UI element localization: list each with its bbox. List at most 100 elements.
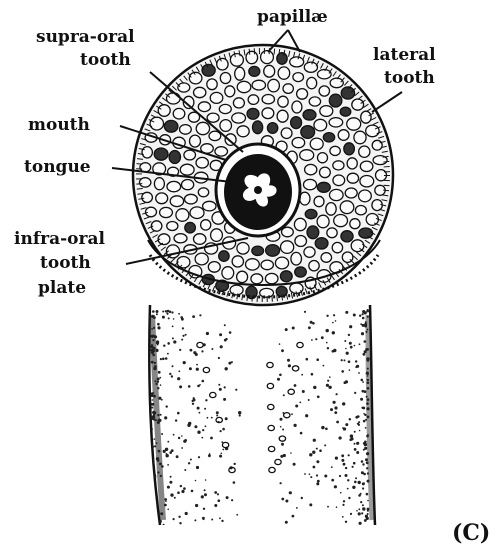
stipple-dot <box>166 405 168 407</box>
stipple-dot <box>218 384 220 386</box>
stipple-dot <box>367 500 369 502</box>
tooth-cell <box>180 125 192 135</box>
stipple-dot <box>160 358 162 360</box>
stipple-dot <box>223 398 226 401</box>
stipple-dot <box>331 466 333 468</box>
tooth-cell <box>222 267 234 279</box>
stipple-dot <box>348 454 350 456</box>
stipple-dot <box>202 429 204 431</box>
stipple-dot <box>157 344 159 346</box>
stipple-dot <box>277 378 280 381</box>
stipple-dot <box>365 427 367 429</box>
tooth-cell <box>249 66 260 76</box>
tooth-cell <box>341 231 353 242</box>
tooth-cell <box>220 73 230 84</box>
tooth-cell <box>318 70 332 79</box>
pore <box>268 404 274 409</box>
stipple-dot <box>354 431 356 433</box>
label-lateral-line1: lateral <box>373 45 436 65</box>
stipple-dot <box>319 449 322 452</box>
stipple-dot <box>355 477 357 479</box>
tooth-cell <box>252 80 265 90</box>
tooth-cell <box>340 201 354 214</box>
tooth-cell <box>359 190 372 202</box>
tooth-cell <box>225 86 235 97</box>
stipple-dot <box>333 401 336 404</box>
label-infra-oral-line2: tooth <box>40 253 91 273</box>
stipple-dot <box>365 515 368 518</box>
tooth-cell <box>332 242 342 252</box>
stipple-dot <box>289 491 292 494</box>
pore <box>210 392 216 397</box>
stipple-dot <box>336 506 338 508</box>
stipple-dot <box>181 490 184 493</box>
tooth-cell <box>330 78 343 88</box>
stipple-dot <box>196 368 199 371</box>
stipple-dot <box>358 372 360 374</box>
stipple-dot <box>167 509 169 511</box>
stipple-dot <box>236 514 238 516</box>
stipple-dot <box>182 327 184 329</box>
tooth-cell <box>220 120 232 132</box>
stipple-dot <box>342 504 344 506</box>
pore <box>297 342 303 347</box>
stipple-dot <box>328 386 331 389</box>
stipple-dot <box>321 426 324 429</box>
stipple-dot <box>367 510 369 512</box>
stipple-dot <box>280 455 283 458</box>
stipple-dot <box>178 313 180 315</box>
stipple-dot <box>362 317 365 320</box>
stipple-dot <box>162 316 165 319</box>
stipple-dot <box>225 417 228 420</box>
stipple-dot <box>359 430 361 432</box>
stipple-dot <box>151 522 153 524</box>
tooth-cell <box>232 256 243 267</box>
stipple-dot <box>160 384 162 386</box>
stipple-dot <box>220 430 222 432</box>
tooth-cell <box>304 179 317 189</box>
stipple-dot <box>345 474 348 477</box>
stipple-dot <box>282 429 284 431</box>
stipple-dot <box>177 412 180 415</box>
tooth-cell <box>158 105 170 117</box>
stipple-dot <box>350 434 353 437</box>
tooth-cell <box>185 222 196 233</box>
stipple-dot <box>332 331 335 334</box>
tooth-cell <box>146 207 157 217</box>
tooth-cell <box>360 161 373 171</box>
tooth-cell <box>233 98 244 108</box>
stipple-dot <box>196 466 199 469</box>
tooth-cell <box>326 203 336 216</box>
tooth-cell <box>160 207 173 217</box>
stipple-dot <box>178 437 180 439</box>
stipple-dot <box>356 451 359 454</box>
stipple-dot <box>363 420 366 423</box>
stipple-dot <box>363 353 366 356</box>
stipple-dot <box>156 340 159 343</box>
stipple-dot <box>353 314 356 317</box>
tooth-cell <box>292 138 305 148</box>
stipple-dot <box>194 425 197 428</box>
stipple-dot <box>180 485 182 487</box>
stipple-dot <box>208 454 211 457</box>
stipple-dot <box>206 332 209 335</box>
stipple-dot <box>317 480 320 483</box>
tooth-cell <box>267 123 277 134</box>
tooth-cell <box>154 178 164 190</box>
tooth-cell <box>300 150 314 161</box>
stipple-dot <box>279 343 281 345</box>
stipple-dot <box>169 311 172 314</box>
stipple-dot <box>341 459 344 462</box>
tooth-cell <box>372 140 382 150</box>
tooth-cell <box>196 122 209 134</box>
tooth-cell <box>318 153 328 163</box>
tooth-cell <box>360 176 374 187</box>
tooth-cell <box>167 222 178 231</box>
stipple-dot <box>199 314 201 316</box>
stipple-dot <box>345 521 347 523</box>
stipple-dot <box>339 475 341 477</box>
tooth-cell <box>185 194 198 204</box>
stipple-dot <box>166 453 168 455</box>
tooth-cell <box>217 58 228 70</box>
stipple-dot <box>211 348 213 350</box>
